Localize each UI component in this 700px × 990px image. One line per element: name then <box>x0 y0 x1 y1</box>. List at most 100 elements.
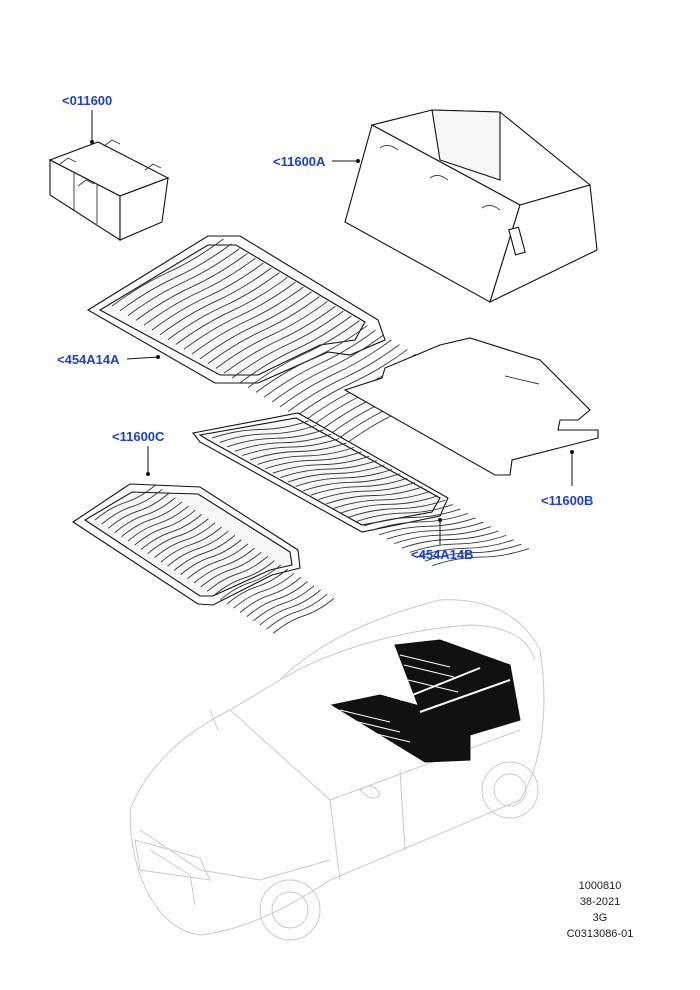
mat-tread-line <box>259 589 321 626</box>
mat-tread-line <box>227 429 324 448</box>
mat-tread-line <box>167 272 280 340</box>
mat-tread-line <box>219 424 317 443</box>
mat-tread-line <box>143 257 256 326</box>
mat-tread-line <box>226 568 288 605</box>
mat-tread-line <box>207 296 320 364</box>
mat-tread-line <box>401 530 499 549</box>
mat-tread-line <box>231 310 344 379</box>
callout-11600b[interactable]: <11600B <box>541 493 594 508</box>
mat-tread-line <box>363 508 461 527</box>
mat-tread-line <box>191 286 304 355</box>
vehicle-outline <box>129 599 545 941</box>
mat-tread-line <box>239 315 352 384</box>
mat-tread-line <box>394 526 492 545</box>
mat-tread-line <box>233 572 295 609</box>
mat-tread-line <box>220 564 282 601</box>
mat-tread-line <box>154 522 216 559</box>
mat-tread-line <box>424 543 522 562</box>
meta-line-4: C0313086-01 <box>566 928 634 940</box>
mat-tread-line <box>257 446 355 465</box>
mat-tread-line <box>107 493 170 529</box>
mat-tread-line <box>234 433 332 452</box>
mat-tread-line <box>325 486 423 505</box>
load-floor-mat-a-part <box>86 235 456 446</box>
mat-tread-line <box>246 581 308 617</box>
mat-tread-line <box>114 497 176 533</box>
callout-454a14b[interactable]: <454A14B <box>411 547 474 562</box>
load-floor-mat-b-part <box>192 412 530 567</box>
meta-line-2: 38-2021 <box>579 896 621 908</box>
mat-tread-line <box>310 477 408 496</box>
mat-tread-line <box>206 556 269 592</box>
mat-tread-line <box>432 548 530 567</box>
mat-tread-line <box>239 577 302 613</box>
mat-tread-line <box>265 451 362 470</box>
mat-tread-line <box>211 420 309 439</box>
mat-tread-line <box>127 248 240 316</box>
mat-tread-line <box>247 320 360 388</box>
mat-tread-line <box>287 344 400 412</box>
load-space-organiser-part <box>344 109 598 304</box>
mat-tread-line <box>213 560 275 596</box>
mat-tread-line <box>151 262 264 331</box>
mat-tread-line <box>167 530 229 567</box>
callout-11600a[interactable]: <11600A <box>273 154 326 169</box>
mat-tread-line <box>280 460 378 479</box>
mat-tread-line <box>147 518 209 554</box>
leader-lines <box>90 110 574 545</box>
mat-tread-line <box>173 535 236 571</box>
mat-tread-line <box>255 325 368 393</box>
mat-tread-line <box>303 473 400 492</box>
mat-tread-line <box>180 539 242 575</box>
mat-tread-line <box>266 593 328 630</box>
meta-line-1: 1000810 <box>578 880 622 892</box>
mat-tread-line <box>159 267 272 336</box>
drawing-metadata: 1000810 38-2021 3G C0313086-01 <box>540 878 660 942</box>
meta-line-3: 3G <box>592 912 608 924</box>
mat-tread-line <box>135 253 248 321</box>
mat-tread-line <box>333 490 431 509</box>
mat-tread-line <box>215 301 328 369</box>
mat-tread-line <box>140 514 203 550</box>
mat-tread-line <box>272 598 335 634</box>
mat-tread-line <box>272 455 370 474</box>
callout-11600c[interactable]: <11600C <box>112 429 165 444</box>
mat-tread-line <box>417 539 514 558</box>
mat-tread-line <box>94 484 156 521</box>
mat-tread-line <box>287 464 385 483</box>
mat-tread-line <box>386 521 484 540</box>
mat-tread-line <box>101 488 163 525</box>
mat-tread-line <box>160 526 222 563</box>
mat-tread-line <box>199 291 312 360</box>
mat-tread-line <box>253 585 315 622</box>
mat-tread-line <box>249 442 347 461</box>
mat-tread-line <box>175 277 288 345</box>
mat-tread-line <box>379 517 476 536</box>
mat-tread-line <box>271 334 384 403</box>
mat-tread-line <box>295 349 408 417</box>
mat-tread-line <box>242 438 340 457</box>
mat-tread-line <box>356 504 454 523</box>
mat-tread-line <box>183 281 296 350</box>
mat-tread-line <box>348 499 446 518</box>
storage-box-part <box>48 139 170 242</box>
mat-tread-line <box>409 534 507 553</box>
mat-tread-line <box>119 243 232 312</box>
mat-tread-line <box>295 468 393 487</box>
mat-tread-line <box>263 329 376 398</box>
mat-tread-line <box>187 543 249 580</box>
mat-tread-line <box>134 509 196 546</box>
mat-tread-line <box>371 512 469 531</box>
mat-tread-line <box>200 551 262 588</box>
loadspace-mat-c-part <box>72 483 335 634</box>
mat-tread-line <box>111 238 224 307</box>
mat-tread-line <box>193 547 255 584</box>
mat-tread-line <box>121 501 183 538</box>
floor-panel-b-part <box>343 337 599 476</box>
callout-454a14a[interactable]: <454A14A <box>57 352 120 367</box>
mat-tread-line <box>318 482 416 501</box>
mat-tread-line <box>223 305 336 374</box>
mat-tread-line <box>279 339 392 408</box>
callout-011600[interactable]: <011600 <box>62 93 113 108</box>
